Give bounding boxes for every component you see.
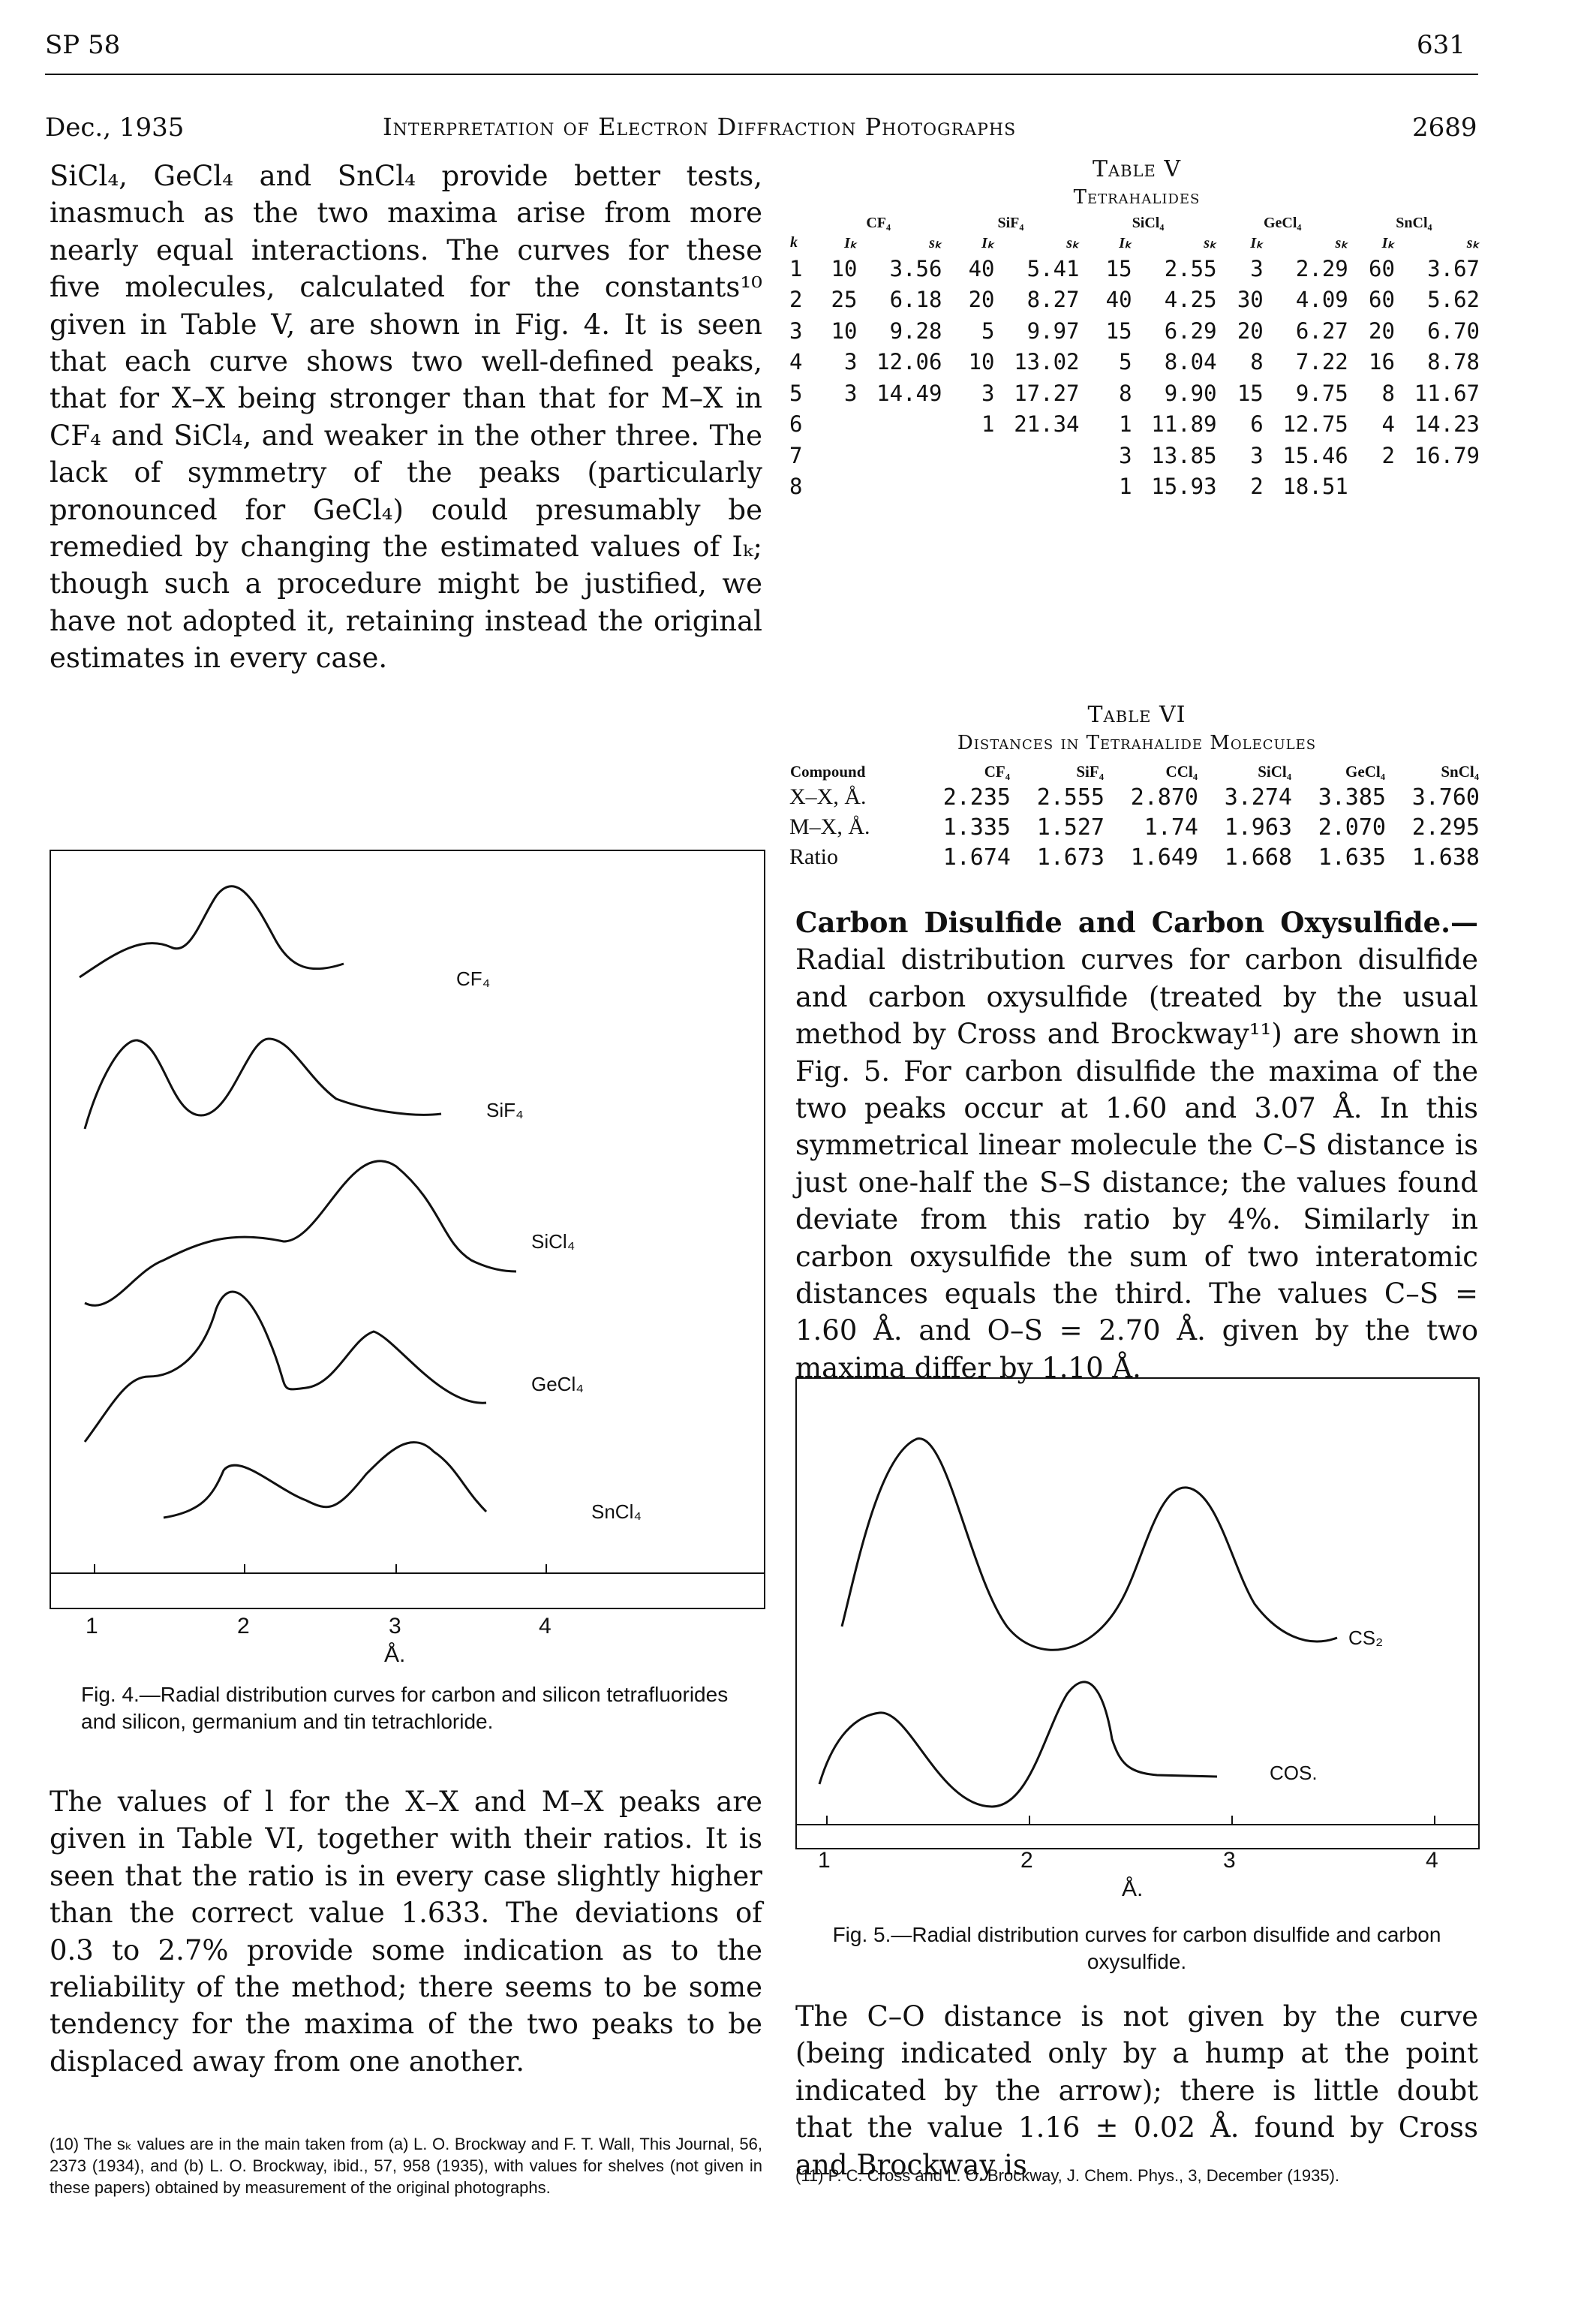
- fig4-axis-unit: Å.: [384, 1642, 406, 1667]
- footnote-11: (11) P. C. Cross and L. O. Brockway, J. …: [795, 2166, 1340, 2185]
- label-cf4: CF₄: [456, 967, 491, 990]
- right-paragraph-1-text: Radial distribution curves for carbon di…: [795, 943, 1478, 1384]
- t5-col-s: sₖ: [1066, 235, 1079, 251]
- fig4-tick-4: 4: [539, 1614, 552, 1638]
- curve-gecl4: [83, 1290, 487, 1443]
- table-6-subtitle: Distances in Tetrahalide Molecules: [957, 732, 1317, 754]
- t6-header-sif4: SiF₄: [1076, 763, 1104, 781]
- t5-group-sif4: SiF₄: [997, 215, 1024, 231]
- figure-5-curves: [797, 1437, 1478, 1825]
- fig4-tick-2: 2: [237, 1614, 250, 1638]
- t5-col-k: k: [790, 234, 798, 251]
- section-heading: Carbon Disulfide and Carbon Oxysulfide.—: [795, 906, 1478, 939]
- label-cs2: CS₂: [1348, 1626, 1384, 1649]
- journal-page-number: 2689: [1412, 113, 1477, 143]
- t5-col-i: Iₖ: [1250, 235, 1263, 251]
- fig5-axis-unit: Å.: [1122, 1876, 1144, 1901]
- t5-col-s: sₖ: [1204, 235, 1216, 251]
- left-paragraph-2: The values of l for the X–X and M–X peak…: [50, 1783, 762, 2080]
- figure-4-caption: Fig. 4.—Radial distribution curves for c…: [81, 1683, 729, 1733]
- curve-sicl4: [84, 1160, 517, 1307]
- fig4-tick-3: 3: [389, 1614, 401, 1638]
- right-paragraph-2-text: The C–O distance is not given by the cur…: [795, 2000, 1478, 2181]
- right-paragraph-2: The C–O distance is not given by the cur…: [795, 1998, 1478, 2183]
- t5-col-s: sₖ: [1335, 235, 1348, 251]
- curve-cos: [818, 1681, 1218, 1808]
- journal-code: SP 58: [45, 30, 121, 60]
- label-cos: COS.: [1270, 1762, 1318, 1784]
- table-6-title: Table VI: [1087, 702, 1186, 728]
- running-title: Interpretation of Electron Diffraction P…: [383, 113, 1017, 141]
- fig5-tick-2: 2: [1020, 1848, 1033, 1873]
- fig5-tick-3: 3: [1223, 1848, 1236, 1873]
- left-paragraph-1-text: SiCl₄, GeCl₄ and SnCl₄ provide better te…: [50, 160, 762, 675]
- t5-col-s: sₖ: [1466, 235, 1479, 251]
- t6-header-ccl4: CCl₄: [1165, 763, 1198, 781]
- label-sicl4: SiCl₄: [531, 1230, 576, 1253]
- t5-col-i: Iₖ: [1381, 235, 1394, 251]
- curve-cf4: [79, 885, 344, 979]
- t5-col-i: Iₖ: [844, 235, 857, 251]
- fig5-tick-4: 4: [1426, 1848, 1438, 1873]
- curve-cs2: [840, 1437, 1338, 1651]
- left-paragraph-1: SiCl₄, GeCl₄ and SnCl₄ provide better te…: [50, 158, 762, 677]
- figure-4-curves: [51, 885, 764, 1574]
- t5-group-gecl4: GeCl₄: [1263, 215, 1302, 231]
- t5-col-i: Iₖ: [981, 235, 994, 251]
- t6-header-sicl4: SiCl₄: [1258, 763, 1291, 781]
- table-6: Compound CF₄ SiF₄ CCl₄ SiCl₄ GeCl₄ SnCl₄…: [789, 762, 1480, 872]
- t5-col-i: Iₖ: [1119, 235, 1132, 251]
- figure-5: CS₂ COS.: [795, 1377, 1480, 1849]
- label-sif4: SiF₄: [486, 1099, 524, 1121]
- figure-4: CF₄ SiF₄ SiCl₄ GeCl₄ SnCl₄: [50, 850, 765, 1609]
- header-rule: [45, 74, 1478, 75]
- t5-group-sicl4: SiCl₄: [1132, 215, 1165, 231]
- t6-header-gecl4: GeCl₄: [1345, 763, 1385, 781]
- left-paragraph-2-text: The values of l for the X–X and M–X peak…: [50, 1786, 762, 2078]
- label-sncl4: SnCl₄: [591, 1500, 642, 1523]
- page-number: 631: [1417, 30, 1465, 60]
- table-5: CF₄ SiF₄ SiCl₄ GeCl₄ SnCl₄ k Iₖ sₖ Iₖ sₖ I…: [789, 214, 1480, 502]
- curve-sif4: [83, 1037, 442, 1130]
- fig4-tick-1: 1: [86, 1614, 98, 1638]
- table-5-title: Table V: [1092, 156, 1182, 182]
- t5-group-sncl4: SnCl₄: [1396, 215, 1432, 231]
- t6-header-sncl4: SnCl₄: [1441, 763, 1479, 781]
- table-5-subtitle: Tetrahalides: [1073, 186, 1201, 209]
- right-paragraph-1: Carbon Disulfide and Carbon Oxysulfide.—…: [795, 904, 1478, 1386]
- figure-5-caption: Fig. 5.—Radial distribution curves for c…: [832, 1923, 1441, 1973]
- t6-header-cf4: CF₄: [984, 763, 1010, 781]
- label-gecl4: GeCl₄: [531, 1373, 584, 1395]
- curve-sncl4: [163, 1441, 488, 1519]
- t5-group-cf4: CF₄: [866, 215, 891, 231]
- t6-header-compound: Compound: [790, 763, 866, 781]
- issue-date: Dec., 1935: [45, 113, 185, 143]
- fig5-tick-1: 1: [818, 1848, 831, 1873]
- footnote-10: (10) The sₖ values are in the main taken…: [50, 2135, 762, 2197]
- t5-col-s: sₖ: [929, 235, 942, 251]
